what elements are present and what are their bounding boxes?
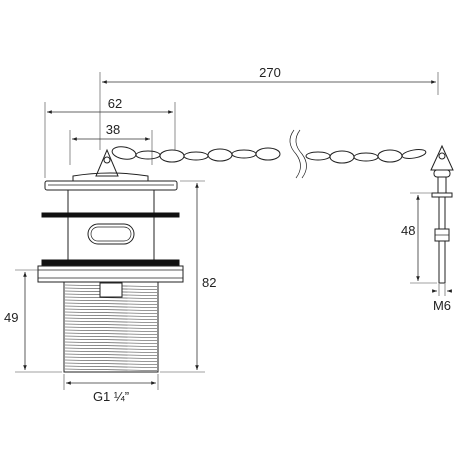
plug-chain <box>95 129 454 179</box>
dimension-thread-spec: G1 ¼” <box>63 374 159 404</box>
chain-link <box>111 146 137 160</box>
thread-line <box>64 353 158 356</box>
thread-line <box>64 299 158 302</box>
chain-link <box>377 149 403 163</box>
stay-cap <box>433 169 451 178</box>
tail-label-plate <box>99 282 123 298</box>
chain-link <box>183 151 209 161</box>
overall-height-label: 82 <box>202 275 216 290</box>
chain-links <box>111 146 427 164</box>
thread-line <box>64 350 158 353</box>
thread-line <box>64 320 158 323</box>
stay-collar <box>437 176 447 194</box>
chain-link <box>135 150 161 160</box>
thread-line <box>64 344 158 347</box>
thread-line <box>64 317 158 320</box>
thread-length-label: 49 <box>4 310 18 325</box>
thread-line <box>64 308 158 311</box>
thread-spec-label: G1 ¼” <box>93 389 129 404</box>
dimension-stay-height: 48 <box>401 192 437 284</box>
thread-line <box>64 329 158 332</box>
thread-line <box>64 314 158 317</box>
chain-link <box>207 148 233 162</box>
plug-top-ring <box>72 172 149 182</box>
thread-line <box>64 311 158 314</box>
waste-body <box>37 172 184 373</box>
chain-length-label: 270 <box>259 65 281 80</box>
dimension-thread-length: 49 <box>4 269 62 373</box>
chain-link <box>353 152 379 162</box>
chain-stay <box>431 169 453 284</box>
thread-line <box>64 332 158 335</box>
thread-line <box>64 365 158 368</box>
thread-line <box>64 356 158 359</box>
flange-inner-label: 38 <box>106 122 120 137</box>
plug-cap <box>44 180 178 191</box>
overflow-slot <box>87 223 135 245</box>
lower-washer <box>41 259 180 267</box>
chain-link <box>305 151 331 161</box>
stay-chain-hook <box>430 144 454 171</box>
thread-line <box>64 305 158 308</box>
thread-line <box>64 302 158 305</box>
dimension-flange-outer: 62 <box>44 96 176 178</box>
thread-line <box>64 359 158 362</box>
plug-chain-hook <box>95 148 119 177</box>
thread-line <box>64 341 158 344</box>
dimension-chain-length: 270 <box>99 65 439 150</box>
thread-line <box>64 335 158 338</box>
thread-line <box>64 338 158 341</box>
chain-link <box>159 149 185 163</box>
thread-line <box>64 296 158 299</box>
stay-thread-label: M6 <box>433 298 451 313</box>
thread-line <box>64 347 158 350</box>
stay-height-label: 48 <box>401 223 415 238</box>
upper-washer <box>41 212 180 218</box>
chain-break-mark <box>289 129 301 179</box>
chain-link <box>329 150 355 164</box>
thread-line <box>64 323 158 326</box>
chain-link <box>401 149 427 159</box>
dimension-stay-thread: M6 <box>432 284 452 313</box>
thread-line <box>64 326 158 329</box>
thread-line <box>64 368 158 371</box>
chain-link <box>255 147 281 161</box>
back-nut <box>37 265 184 283</box>
thread-line <box>64 362 158 365</box>
dimension-overall-height: 82 <box>160 180 216 373</box>
flange-outer-label: 62 <box>108 96 122 111</box>
dimension-flange-inner: 38 <box>69 122 153 165</box>
stay-washer <box>431 192 453 198</box>
chain-link <box>231 149 257 159</box>
